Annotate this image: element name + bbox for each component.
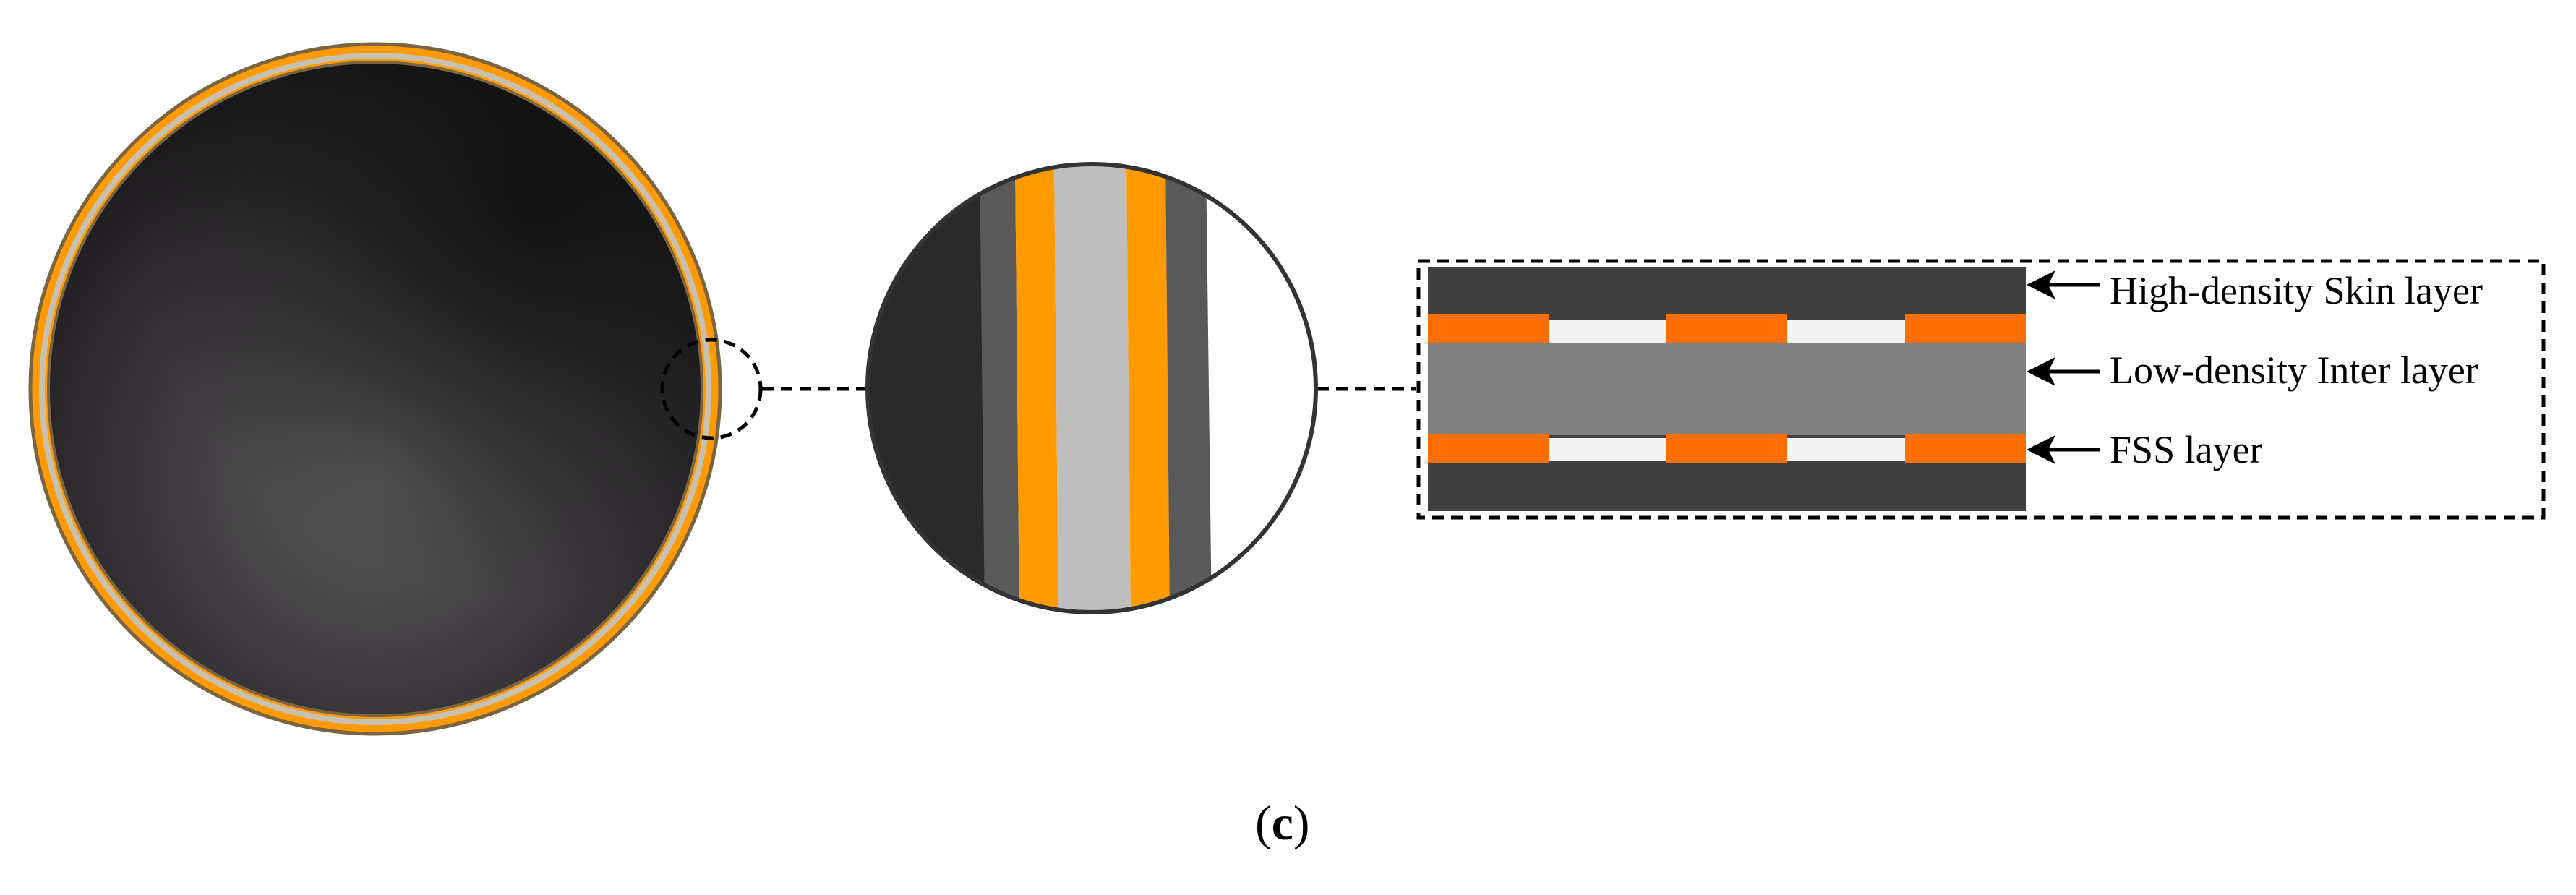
layer-stack [1428, 267, 2026, 511]
caption-letter: c [1271, 795, 1293, 850]
label-fss-layer: FSS layer [2110, 428, 2263, 471]
radome-disc [28, 42, 722, 736]
label-skin-layer: High-density Skin layer [2110, 269, 2483, 312]
radome-dish-shading [50, 64, 701, 714]
zoom-circle-outline [865, 162, 1318, 614]
fss-patch-top-3 [1905, 314, 2026, 343]
fss-patch-bottom-3 [1905, 434, 2026, 463]
caption-close-paren: ) [1293, 795, 1310, 850]
zoom-skin-band-inner [980, 164, 1019, 612]
zoom-region-marker [660, 338, 763, 440]
zoom-skin-band-outer [1165, 164, 1212, 612]
radome-ring-light-band [39, 53, 711, 725]
zoom-fss-band-outer [1126, 164, 1170, 612]
fss-patch-top-2 [1666, 314, 1787, 343]
zoom-fss-band-inner [1015, 164, 1058, 612]
layer-stack-frame [1416, 259, 2546, 520]
caption-open-paren: ( [1255, 795, 1272, 850]
fss-patch-bottom-2 [1666, 434, 1787, 463]
label-inter-layer: Low-density Inter layer [2110, 348, 2478, 392]
panel-caption: (c) [1255, 794, 1310, 852]
zoom-inter-layer-band [1054, 164, 1131, 612]
fss-patch-top-1 [1428, 314, 1549, 343]
zoomed-cross-section [868, 164, 1316, 612]
zoom-inner-dark-region [868, 164, 992, 612]
inter-layer-band [1428, 343, 2026, 435]
fss-patch-bottom-1 [1428, 434, 1549, 463]
